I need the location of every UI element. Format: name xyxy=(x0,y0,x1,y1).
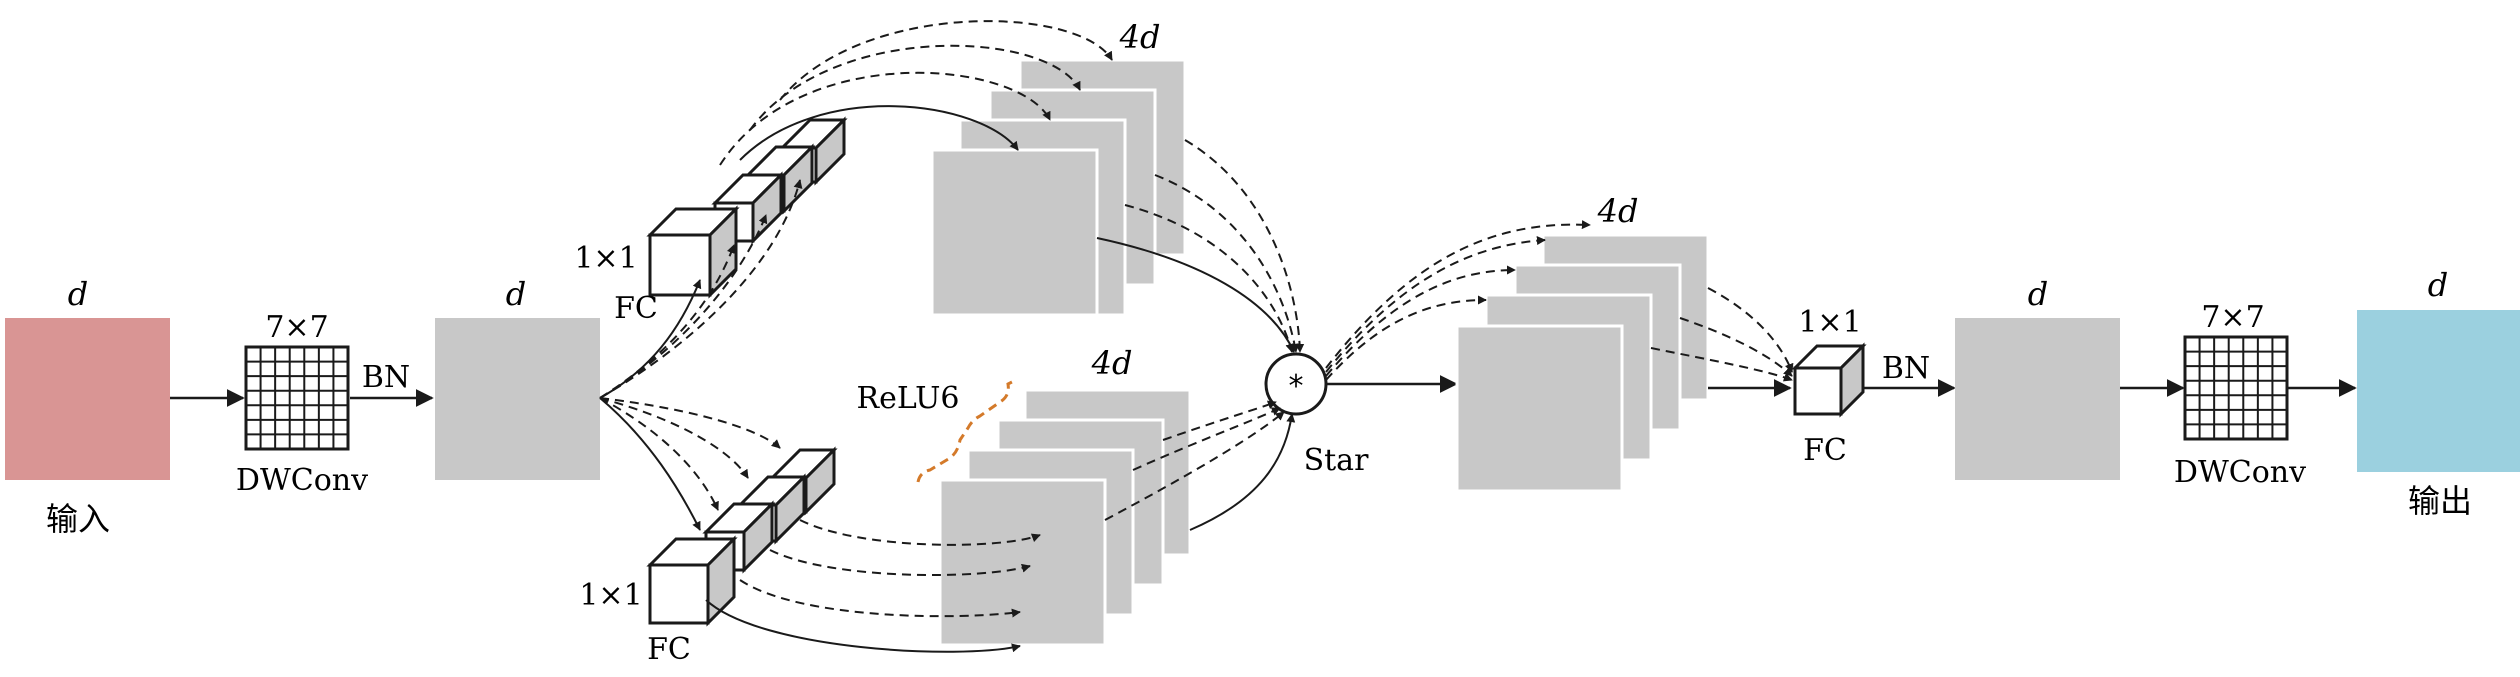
conn-bot-stack-to-star-4 xyxy=(1162,400,1277,441)
connections xyxy=(599,20,1794,653)
bn1-label: BN xyxy=(362,360,410,395)
top-stack-layer-1 xyxy=(930,148,1099,317)
relu-label: ReLU6 xyxy=(857,381,960,416)
conn-star-to-after-2 xyxy=(1325,265,1516,377)
output-label: 输出 xyxy=(2408,482,2472,520)
fc3-cube xyxy=(1791,342,1867,418)
dwconv1-kernel-grid-icon xyxy=(244,345,350,451)
dwconv2-name-label: DWConv xyxy=(2174,455,2306,490)
conn-bot-cube-to-stack-1 xyxy=(705,599,1021,653)
conn-bot-cube-to-stack-3 xyxy=(769,549,1031,577)
top-4d-stack xyxy=(930,58,1187,317)
input-block xyxy=(5,318,170,480)
bottom-stack-layer-1 xyxy=(938,478,1107,647)
bn2-label: BN xyxy=(1882,351,1930,386)
conn-bot-cube-to-stack-2 xyxy=(739,579,1021,618)
bottom-4d-stack xyxy=(938,388,1192,647)
conn-top-cube-to-stack-1 xyxy=(739,105,1019,161)
conn-after-to-fc3-2 xyxy=(1679,317,1793,377)
after-star-4d-stack xyxy=(1455,233,1710,493)
conn-mid-bot-cube-4 xyxy=(599,397,781,449)
conn-top-stack-to-star-3 xyxy=(1154,174,1300,353)
fc-top-kernel-label: 1×1 xyxy=(574,241,637,276)
conn-star-to-after-1 xyxy=(1325,295,1487,381)
conn-after-to-fc3-1 xyxy=(1707,287,1794,373)
after-star-dim-label: 4d xyxy=(1597,192,1639,230)
conn-top-cube-to-stack-3 xyxy=(749,44,1081,131)
conn-top-cube-to-stack-2 xyxy=(719,71,1051,166)
fc-cube-icon xyxy=(1791,342,1867,418)
mid2-dim-label: d xyxy=(2028,275,2048,313)
fc-bottom-name-label: FC xyxy=(647,632,691,667)
dwconv1-name-label: DWConv xyxy=(236,463,368,498)
conn-bot-stack-to-star-3 xyxy=(1132,407,1281,471)
conn-top-stack-to-star-4 xyxy=(1184,139,1305,353)
bottom-stack-dim-label: 4d xyxy=(1091,344,1133,382)
input-dim-label: d xyxy=(68,275,88,313)
fc-top-name-label: FC xyxy=(614,291,658,326)
grid-frame xyxy=(2183,335,2289,441)
conn-mid-top-cube-2 xyxy=(599,244,736,399)
output-block xyxy=(2357,310,2520,472)
conn-star-to-after-4 xyxy=(1325,220,1591,369)
conn-mid-bot-cube-2 xyxy=(599,397,719,511)
conn-top-cube-to-stack-4 xyxy=(779,20,1113,101)
dwconv2-kernel-label: 7×7 xyxy=(2201,300,2264,335)
conn-bot-stack-to-star-1 xyxy=(1189,413,1296,531)
input-label: 输入 xyxy=(46,500,110,538)
conn-mid-top-cube-4 xyxy=(599,179,803,399)
dwconv1-kernel-label: 7×7 xyxy=(265,310,328,345)
conn-top-stack-to-star-2 xyxy=(1124,204,1295,353)
fc-cube-icon xyxy=(646,205,740,299)
conn-mid-bot-cube-3 xyxy=(599,397,749,479)
after-stack-layer-1 xyxy=(1455,324,1624,493)
conn-mid-bot-cube-1 xyxy=(599,397,701,531)
relu-bracket xyxy=(916,380,1013,483)
conn-top-stack-to-star-1 xyxy=(1096,237,1295,353)
star-label: Star xyxy=(1304,443,1369,478)
mid-dim-label: d xyxy=(506,275,526,313)
mid-feature-block xyxy=(435,318,600,480)
top-stack-dim-label: 4d xyxy=(1119,18,1161,56)
fc3-name-label: FC xyxy=(1803,433,1847,468)
fc-cube-icon xyxy=(646,535,738,627)
mid2-feature-block xyxy=(1955,318,2120,480)
output-dim-label: d xyxy=(2428,266,2448,304)
fc-bottom-kernel-label: 1×1 xyxy=(579,578,642,613)
fc3-kernel-label: 1×1 xyxy=(1798,305,1861,340)
grid-frame xyxy=(244,345,350,451)
fc-top-cubes xyxy=(646,116,848,299)
star-symbol: * xyxy=(1289,369,1304,404)
fc-bottom-cubes xyxy=(646,446,838,627)
conn-after-to-fc3-3 xyxy=(1650,347,1793,382)
conn-bot-stack-to-star-2 xyxy=(1104,411,1285,521)
dwconv2-kernel-grid-icon xyxy=(2183,335,2289,441)
